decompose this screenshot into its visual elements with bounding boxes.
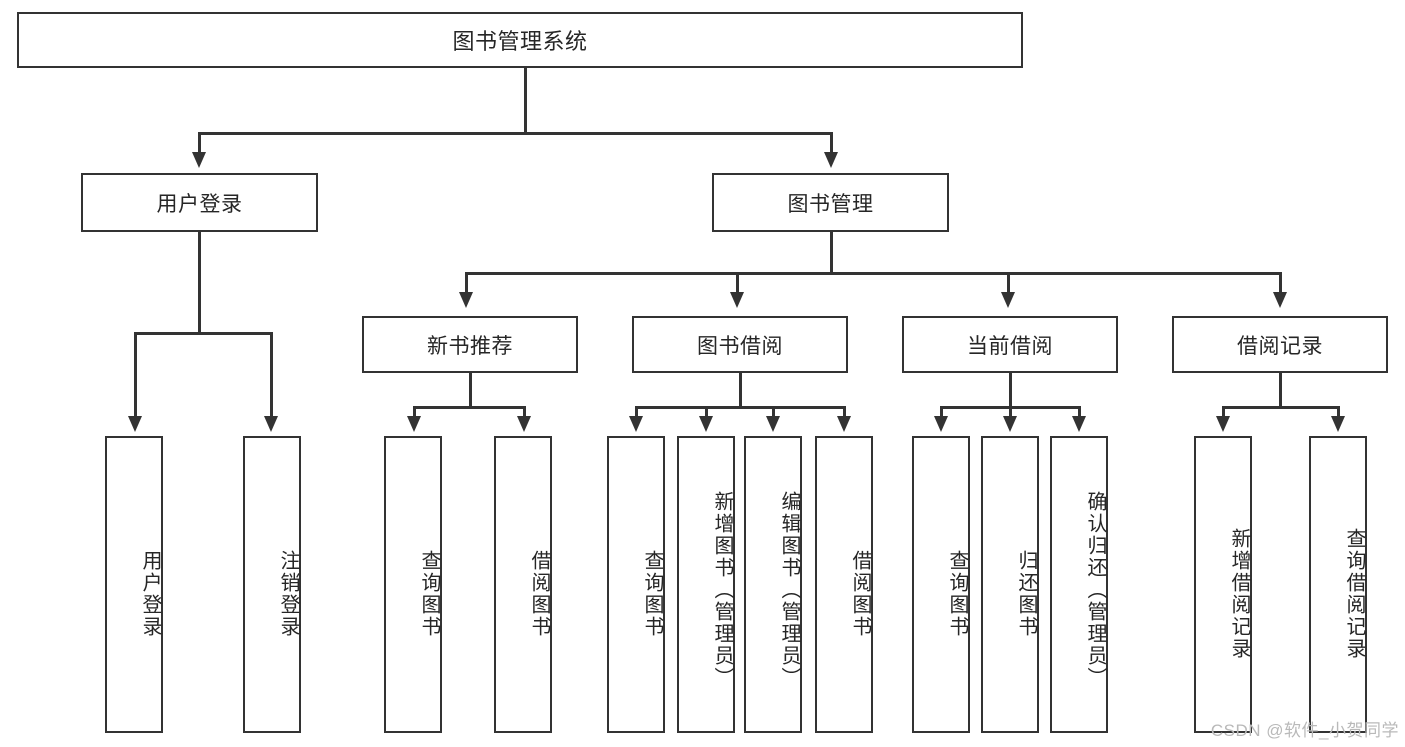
- connector-bm-drop-4: [1279, 272, 1282, 294]
- arrow-to-borrow-record: [1273, 292, 1287, 308]
- arrow-to-bb-leaf-4: [837, 416, 851, 432]
- connector-br-drop-1: [1222, 406, 1225, 418]
- arrow-to-new-books: [459, 292, 473, 308]
- arrow-to-cb-leaf-3: [1072, 416, 1086, 432]
- connector-root-right-drop: [830, 132, 833, 154]
- arrow-to-cb-leaf-2: [1003, 416, 1017, 432]
- connector-user-login-bus: [134, 332, 273, 335]
- connector-cb-drop-2: [1009, 406, 1012, 418]
- connector-user-login-left-drop: [134, 332, 137, 418]
- arrow-to-current-borrow: [1001, 292, 1015, 308]
- watermark-text: CSDN @软件_小贺同学: [1210, 721, 1399, 740]
- leaf-borrow-book[interactable]: 借阅图书: [815, 436, 873, 733]
- connector-user-login-stub: [198, 232, 201, 334]
- arrow-to-bb-leaf-2: [699, 416, 713, 432]
- node-current-borrow[interactable]: 当前借阅: [902, 316, 1118, 373]
- arrow-to-bb-leaf-3: [766, 416, 780, 432]
- arrow-to-book-manage: [824, 152, 838, 168]
- connector-book-manage-stub: [830, 232, 833, 274]
- connector-borrow-record-bus: [1222, 406, 1339, 409]
- arrow-to-cb-leaf-1: [934, 416, 948, 432]
- arrow-to-br-leaf-2: [1331, 416, 1345, 432]
- node-borrow-record[interactable]: 借阅记录: [1172, 316, 1388, 373]
- connector-br-drop-2: [1337, 406, 1340, 418]
- arrow-to-bb-leaf-1: [629, 416, 643, 432]
- leaf-query-book-newbooks[interactable]: 查询图书: [384, 436, 442, 733]
- connector-bb-drop-1: [635, 406, 638, 418]
- connector-cb-drop-3: [1078, 406, 1081, 418]
- leaf-query-book-borrow[interactable]: 查询图书: [607, 436, 665, 733]
- arrow-to-leaf-logout: [264, 416, 278, 432]
- arrow-to-br-leaf-1: [1216, 416, 1230, 432]
- connector-borrow-record-stub: [1279, 373, 1282, 408]
- leaf-return-book[interactable]: 归还图书: [981, 436, 1039, 733]
- node-new-books[interactable]: 新书推荐: [362, 316, 578, 373]
- connector-new-books-stub: [469, 373, 472, 408]
- connector-cb-drop-1: [940, 406, 943, 418]
- leaf-confirm-return-admin[interactable]: 确认归还（管理员）: [1050, 436, 1108, 733]
- connector-bb-drop-2: [705, 406, 708, 418]
- connector-current-borrow-stub: [1009, 373, 1012, 408]
- node-root-system[interactable]: 图书管理系统: [17, 12, 1023, 68]
- leaf-add-borrow-record[interactable]: 新增借阅记录: [1194, 436, 1252, 733]
- node-user-login[interactable]: 用户登录: [81, 173, 318, 232]
- connector-root-bus: [198, 132, 832, 135]
- arrow-to-nb-leaf-2: [517, 416, 531, 432]
- connector-nb-drop-2: [523, 406, 526, 418]
- leaf-query-book-current[interactable]: 查询图书: [912, 436, 970, 733]
- connector-book-borrow-bus: [635, 406, 846, 409]
- connector-user-login-right-drop: [270, 332, 273, 418]
- connector-root-left-drop: [198, 132, 201, 154]
- node-book-borrow[interactable]: 图书借阅: [632, 316, 848, 373]
- connector-bb-drop-3: [772, 406, 775, 418]
- leaf-logout[interactable]: 注销登录: [243, 436, 301, 733]
- arrow-to-book-borrow: [730, 292, 744, 308]
- leaf-edit-book-admin[interactable]: 编辑图书（管理员）: [744, 436, 802, 733]
- arrow-to-leaf-user-login: [128, 416, 142, 432]
- connector-bm-drop-3: [1007, 272, 1010, 294]
- connector-root-stub: [524, 68, 527, 134]
- leaf-add-book-admin[interactable]: 新增图书（管理员）: [677, 436, 735, 733]
- leaf-user-login[interactable]: 用户登录: [105, 436, 163, 733]
- connector-nb-drop-1: [413, 406, 416, 418]
- connector-bm-drop-1: [465, 272, 468, 294]
- leaf-borrow-book-newbooks[interactable]: 借阅图书: [494, 436, 552, 733]
- node-book-manage[interactable]: 图书管理: [712, 173, 949, 232]
- leaf-query-borrow-record[interactable]: 查询借阅记录: [1309, 436, 1367, 733]
- connector-book-borrow-stub: [739, 373, 742, 408]
- connector-new-books-bus: [413, 406, 525, 409]
- arrow-to-user-login: [192, 152, 206, 168]
- connector-bb-drop-4: [843, 406, 846, 418]
- arrow-to-nb-leaf-1: [407, 416, 421, 432]
- connector-bm-drop-2: [736, 272, 739, 294]
- connector-book-manage-bus: [465, 272, 1282, 275]
